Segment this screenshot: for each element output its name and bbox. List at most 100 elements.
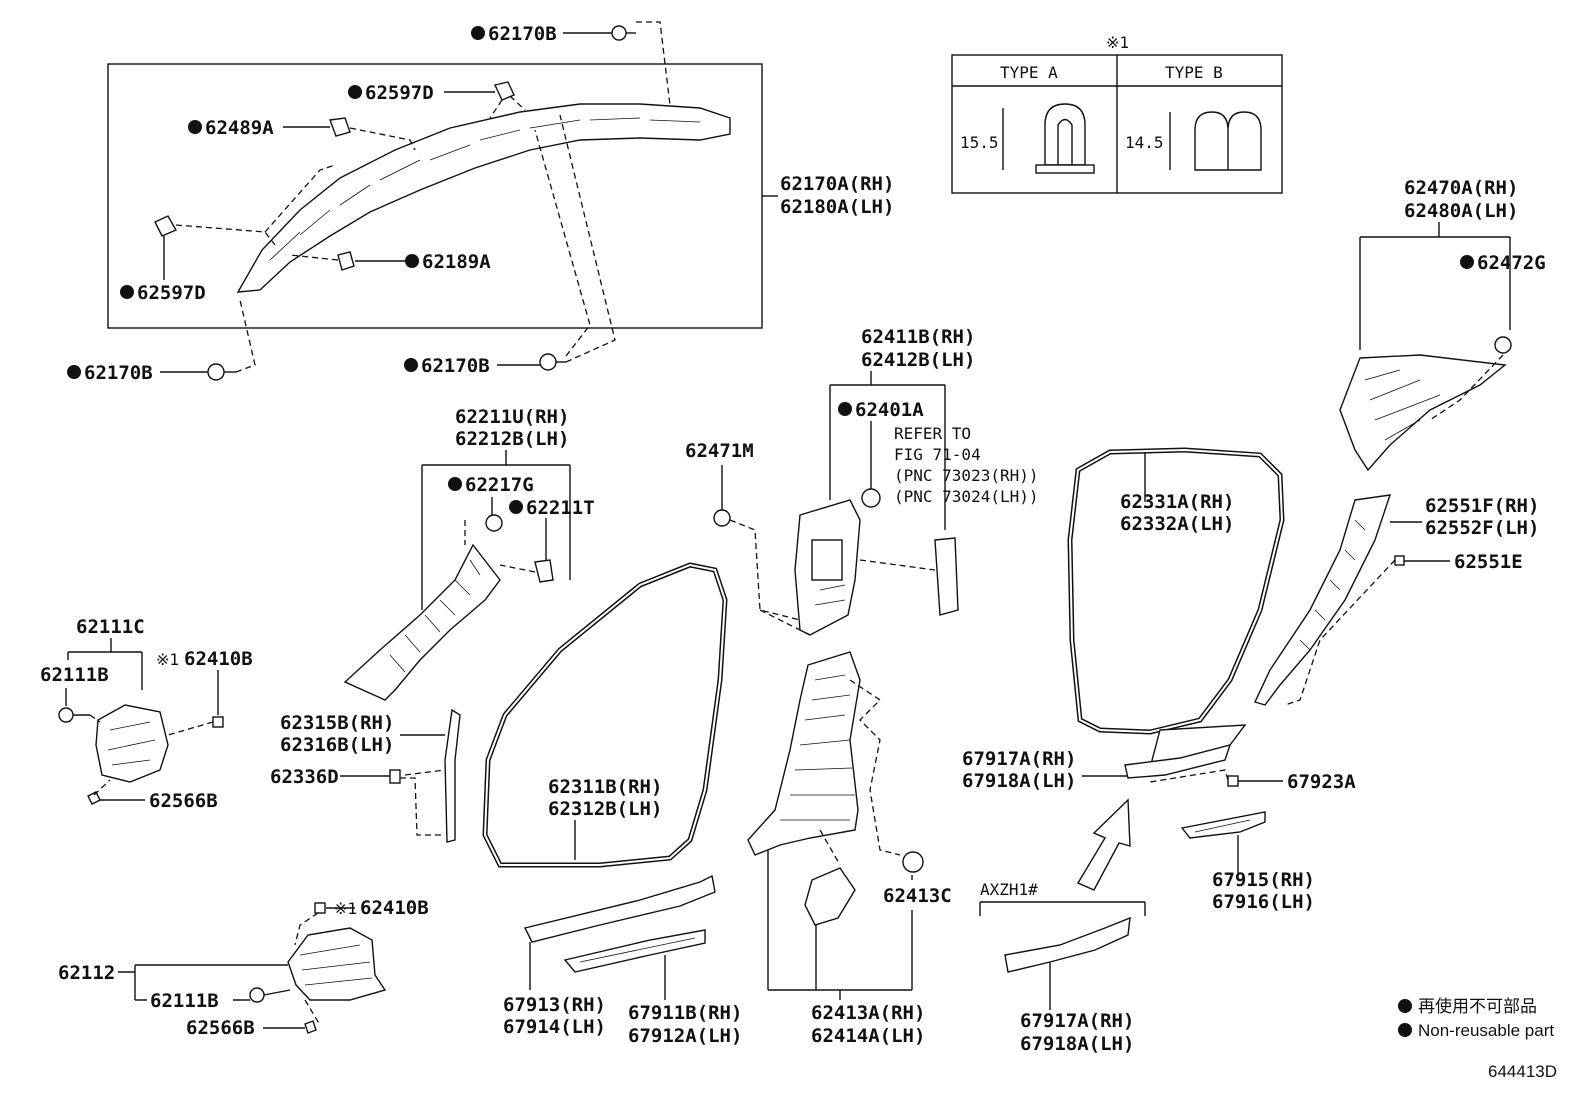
label-62212B-lh: 62212B(LH) bbox=[455, 428, 569, 450]
front-door-scuff-plate-67913-part bbox=[523, 874, 716, 943]
label-62551F-rh: 62551F(RH) bbox=[1425, 495, 1539, 517]
label-62331A-rh: 62331A(RH) bbox=[1120, 491, 1234, 513]
clip-62189A bbox=[337, 251, 355, 271]
label-62111C: 62111C bbox=[76, 616, 145, 638]
center-pillar-lower-trim-part bbox=[747, 651, 861, 856]
refer-note-line1: REFER TO bbox=[894, 424, 971, 443]
a-pillar-garnish-part bbox=[343, 543, 501, 701]
label-67915-rh: 67915(RH) bbox=[1212, 869, 1315, 891]
bracket-62413-part bbox=[804, 867, 856, 926]
label-62217G: 62217G bbox=[465, 474, 534, 496]
clip-type-a-drawing bbox=[1002, 103, 1095, 174]
label-67917A-rh-bot: 67917A(RH) bbox=[1020, 1010, 1134, 1032]
clip-62471M bbox=[713, 509, 731, 527]
type-a-header: TYPE A bbox=[1000, 63, 1058, 82]
label-67914-lh: 67914(LH) bbox=[503, 1016, 606, 1038]
clip-62170B-top bbox=[611, 25, 636, 41]
label-62111B-top: 62111B bbox=[40, 664, 109, 686]
label-62566B-bot: 62566B bbox=[186, 1017, 255, 1039]
clip-62551E bbox=[1394, 555, 1405, 566]
label-62414A-lh: 62414A(LH) bbox=[811, 1025, 925, 1047]
label-62410B-top: 62410B bbox=[184, 648, 253, 670]
legend-jp: 再使用不可部品 bbox=[1418, 996, 1537, 1016]
label-67918A-lh-mid: 67918A(LH) bbox=[962, 770, 1076, 792]
seatbelt-guide-part bbox=[934, 537, 959, 616]
clip-62170B-left bbox=[207, 363, 236, 381]
clip-62597D-left bbox=[154, 215, 177, 237]
label-62111B-bot: 62111B bbox=[150, 990, 219, 1012]
label-62170B-left: 62170B bbox=[84, 362, 153, 384]
label-67911B-rh: 67911B(RH) bbox=[628, 1002, 742, 1024]
label-62412B-lh: 62412B(LH) bbox=[861, 349, 975, 371]
note-mark-62410B-top: ※1 bbox=[156, 650, 179, 669]
clip-type-b-drawing bbox=[1169, 111, 1262, 171]
clip-62401A bbox=[861, 488, 881, 508]
label-62180A-lh: 62180A(LH) bbox=[780, 196, 894, 218]
label-62311B-rh: 62311B(RH) bbox=[548, 776, 662, 798]
note-mark-table: ※1 bbox=[1106, 33, 1129, 52]
clip-62217G bbox=[485, 514, 503, 532]
label-62413A-rh: 62413A(RH) bbox=[811, 1002, 925, 1024]
clip-62211T bbox=[534, 559, 554, 583]
clip-62472G bbox=[1494, 336, 1512, 354]
label-67916-lh: 67916(LH) bbox=[1212, 891, 1315, 913]
label-62597D-left: 62597D bbox=[137, 282, 206, 304]
label-67913-rh: 67913(RH) bbox=[503, 994, 606, 1016]
refer-note-line2: FIG 71-04 bbox=[894, 445, 981, 464]
label-67912A-lh: 67912A(LH) bbox=[628, 1025, 742, 1047]
label-62312B-lh: 62312B(LH) bbox=[548, 798, 662, 820]
label-62472G: 62472G bbox=[1477, 252, 1546, 274]
front-door-weatherstrip-part bbox=[482, 562, 728, 868]
rear-scuff-plate-variant-part bbox=[1004, 916, 1131, 973]
cowl-side-trim-upper-part bbox=[95, 704, 169, 783]
label-62170B-mid: 62170B bbox=[421, 355, 490, 377]
label-62413C: 62413C bbox=[883, 885, 952, 907]
type-b-dimension: 14.5 bbox=[1125, 133, 1164, 152]
label-62411B-rh: 62411B(RH) bbox=[861, 326, 975, 348]
label-62480A-lh: 62480A(LH) bbox=[1404, 200, 1518, 222]
clip-62111B-bot bbox=[249, 987, 291, 1003]
direction-arrow bbox=[1076, 798, 1131, 891]
label-62470A-rh: 62470A(RH) bbox=[1404, 177, 1518, 199]
type-b-header: TYPE B bbox=[1165, 63, 1223, 82]
label-67917A-rh-mid: 67917A(RH) bbox=[962, 748, 1076, 770]
label-62211U-rh: 62211U(RH) bbox=[455, 406, 569, 428]
clip-62410B-bot bbox=[314, 902, 326, 914]
label-62211T: 62211T bbox=[526, 497, 595, 519]
label-62489A: 62489A bbox=[205, 117, 274, 139]
type-a-dimension: 15.5 bbox=[960, 133, 999, 152]
clip-62489A bbox=[329, 117, 351, 137]
label-62316B-lh: 62316B(LH) bbox=[280, 734, 394, 756]
refer-note-line4: (PNC 73024(LH)) bbox=[894, 487, 1039, 506]
label-62336D: 62336D bbox=[270, 766, 339, 788]
label-62410B-bot: 62410B bbox=[360, 897, 429, 919]
label-62566B-top: 62566B bbox=[149, 790, 218, 812]
label-62189A: 62189A bbox=[422, 251, 491, 273]
roof-rail-group-box bbox=[107, 63, 763, 329]
legend-en: Non-reusable part bbox=[1418, 1021, 1554, 1040]
quarter-pillar-garnish-part bbox=[1254, 494, 1392, 706]
cowl-side-trim-lower-part bbox=[287, 927, 387, 1001]
clip-62413C bbox=[902, 851, 924, 873]
clip-62111B-top bbox=[58, 707, 90, 723]
front-door-scuff-plate-67911B-part bbox=[563, 929, 706, 973]
refer-note-line3: (PNC 73023(RH)) bbox=[894, 466, 1039, 485]
label-62332A-lh: 62332A(LH) bbox=[1120, 513, 1234, 535]
label-62597D-top: 62597D bbox=[365, 82, 434, 104]
label-62471M: 62471M bbox=[685, 440, 754, 462]
label-62170B-top: 62170B bbox=[488, 23, 557, 45]
label-67918A-lh-bot: 67918A(LH) bbox=[1020, 1033, 1134, 1055]
label-62552F-lh: 62552F(LH) bbox=[1425, 517, 1539, 539]
center-pillar-upper-trim-part bbox=[794, 499, 861, 636]
clip-62410B-top bbox=[212, 716, 224, 728]
clip-62597D-top bbox=[493, 81, 515, 101]
pillar-seal-62315B-part bbox=[444, 708, 461, 843]
label-62551E: 62551E bbox=[1454, 551, 1523, 573]
clip-62170B-mid bbox=[539, 353, 566, 371]
clip-62566B-top bbox=[87, 791, 101, 805]
clip-62566B-bot bbox=[304, 1020, 317, 1034]
variant-label: AXZH1# bbox=[980, 880, 1038, 899]
clip-67923A bbox=[1227, 775, 1239, 787]
quarter-upper-trim-part bbox=[1339, 354, 1507, 472]
